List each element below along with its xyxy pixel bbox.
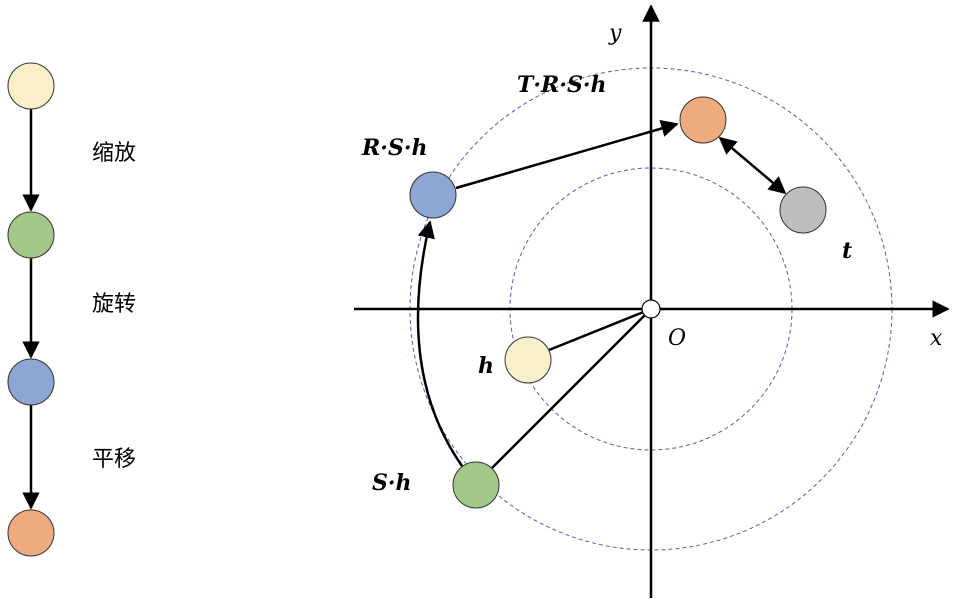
rotation-arc [416,220,464,467]
node-rotated [7,358,55,406]
origin-point [641,299,661,319]
pipeline: 缩放 旋转 平移 [7,62,136,557]
translation-arrow [455,119,679,190]
point-sh [452,461,500,509]
t-offset-arrow [718,136,787,195]
label-h: h [478,353,494,379]
label-trsh: T·R·S·h [517,72,607,98]
step-rotate-label: 旋转 [92,292,136,317]
step-translate-label: 平移 [92,447,136,472]
node-translated [7,509,55,557]
point-trsh [679,96,727,144]
label-sh: S·h [372,470,412,496]
point-rsh [409,171,457,219]
x-axis-label: x [930,326,943,351]
node-scaled [7,211,55,259]
y-axis-label: y [608,21,622,46]
label-t: t [842,238,852,264]
node-h [7,62,55,110]
point-h [504,336,552,384]
label-rsh: R·S·h [361,135,427,161]
point-t [779,186,827,234]
step-scale-label: 缩放 [92,141,136,166]
origin-label: O [668,326,686,351]
